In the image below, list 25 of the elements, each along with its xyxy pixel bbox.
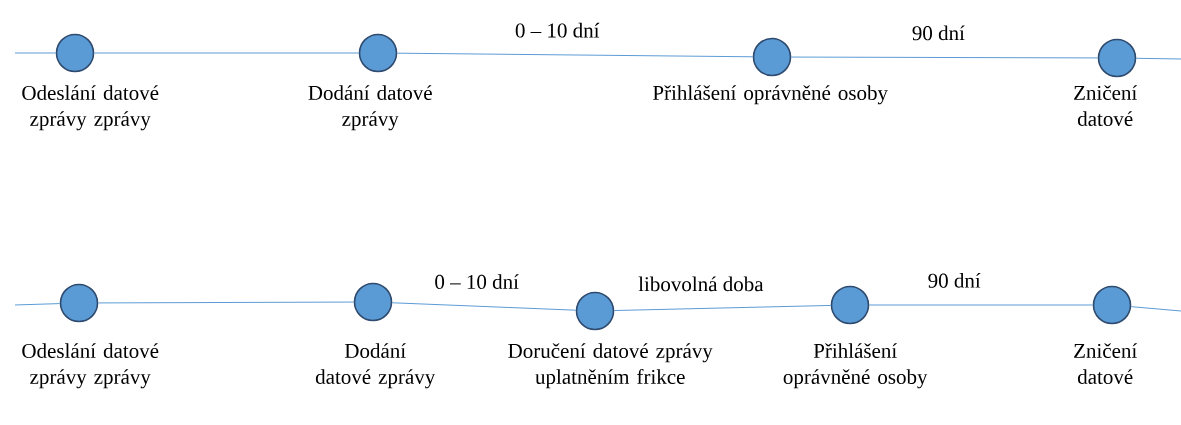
- timeline-line: [14, 303, 61, 306]
- timeline-line: [1135, 57, 1181, 60]
- timeline-line: [93, 52, 360, 54]
- milestone-label: Zničení datové: [1074, 85, 1138, 126]
- timeline-line: [396, 52, 754, 58]
- timeline-line: [391, 302, 577, 311]
- timeline-line: [790, 56, 1099, 59]
- timeline-line: [1130, 306, 1181, 312]
- milestone-label: Odeslání datové zprávy zprávy: [22, 343, 159, 389]
- milestone-label: Přihlášení oprávněné osoby: [653, 85, 888, 105]
- duration-label: libovolná doba: [637, 275, 765, 293]
- milestone-label: Zničení datové: [1074, 343, 1138, 384]
- milestone-label: Odeslání datové zprávy zprávy: [22, 85, 159, 131]
- milestone-label: Dodání datové zprávy: [315, 343, 436, 389]
- timeline-line: [97, 301, 355, 304]
- duration-label: 0 – 10 dní: [433, 273, 520, 290]
- timeline-line: [613, 304, 832, 312]
- duration-label: 90 dní: [910, 24, 966, 42]
- milestone-label: Dodání datové zprávy: [308, 85, 432, 131]
- duration-label: 0 – 10 dní: [513, 21, 601, 39]
- timeline-line: [868, 304, 1094, 306]
- milestone-label: Přihlášení oprávněné osoby: [783, 343, 928, 389]
- milestone-label: Doručení datové zprávy uplatněním frikce: [508, 343, 713, 389]
- duration-label: 90 dní: [926, 272, 982, 289]
- timeline-line: [14, 52, 57, 54]
